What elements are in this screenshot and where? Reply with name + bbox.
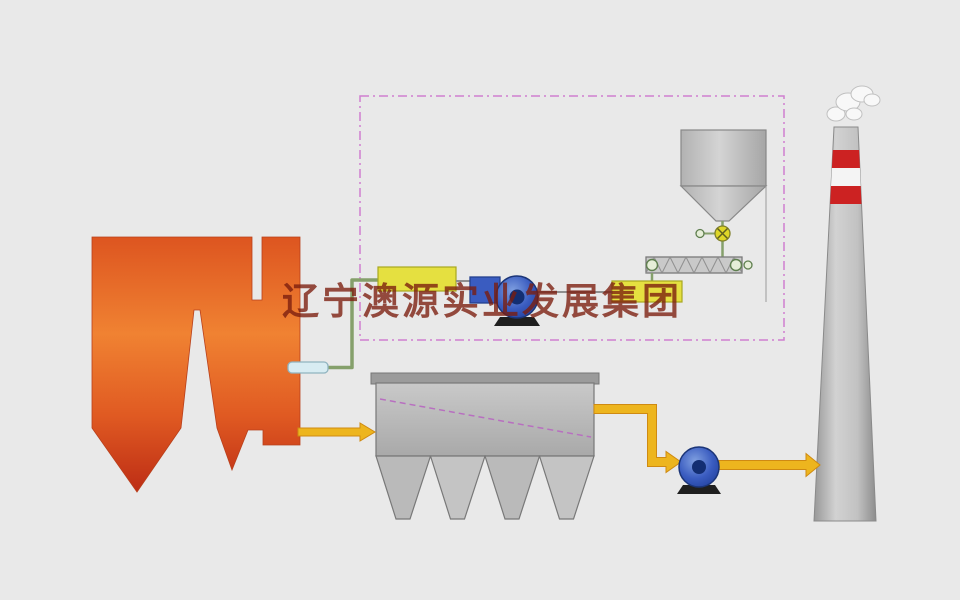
sorbent-injection-pipe bbox=[327, 278, 378, 370]
smoke-puff bbox=[845, 107, 863, 121]
blower-hub bbox=[509, 289, 525, 305]
precipitator-body bbox=[375, 382, 595, 457]
ash-hopper-3 bbox=[484, 455, 541, 520]
arrow-precipitator-to-fan bbox=[593, 404, 682, 474]
smoke-plume bbox=[826, 85, 881, 122]
injector-nozzle bbox=[287, 361, 329, 374]
conveyor-screw-hatch bbox=[645, 255, 743, 275]
sorbent-silo bbox=[679, 129, 768, 302]
fitting-circle-left bbox=[695, 228, 705, 239]
conveyor-end-circle-right bbox=[729, 258, 743, 272]
silo-body bbox=[680, 129, 767, 187]
fan-hub bbox=[692, 460, 706, 474]
rotary-valve-cross bbox=[716, 227, 729, 240]
precipitator-diagonal-dashed-line bbox=[379, 398, 592, 438]
silo-funnel bbox=[679, 185, 768, 222]
ash-hopper-1 bbox=[375, 455, 432, 520]
chimney-band-white bbox=[831, 168, 861, 186]
smoke-puff bbox=[826, 106, 846, 122]
feeder-box-left bbox=[377, 266, 457, 292]
company-watermark-text: 辽宁澳源实业发展集团 bbox=[282, 280, 682, 323]
sorbent-blower bbox=[469, 275, 540, 326]
ash-hopper-2 bbox=[429, 455, 486, 520]
precipitator bbox=[370, 372, 600, 520]
conveyor-end-circle-left bbox=[645, 258, 659, 272]
fan-base bbox=[677, 485, 721, 494]
boiler bbox=[91, 236, 301, 493]
chimney-body bbox=[813, 126, 877, 522]
precipitator-top-lip bbox=[370, 372, 600, 385]
induced-draft-fan bbox=[677, 446, 721, 494]
screw-conveyor bbox=[645, 255, 753, 281]
smoke-puff bbox=[863, 93, 881, 107]
arrow-fan-to-chimney bbox=[718, 452, 821, 478]
sorbent-system-boundary-dashed-box bbox=[359, 95, 785, 341]
arrow-boiler-to-precipitator bbox=[297, 422, 376, 442]
blower-outlet-duct bbox=[469, 276, 501, 304]
chimney bbox=[813, 126, 877, 522]
ash-hopper-4 bbox=[538, 455, 595, 520]
chimney-band-red-lower bbox=[830, 186, 862, 204]
fitting-circle-right bbox=[743, 260, 753, 270]
blower-base bbox=[494, 317, 540, 326]
chimney-band-red-upper bbox=[831, 150, 860, 168]
